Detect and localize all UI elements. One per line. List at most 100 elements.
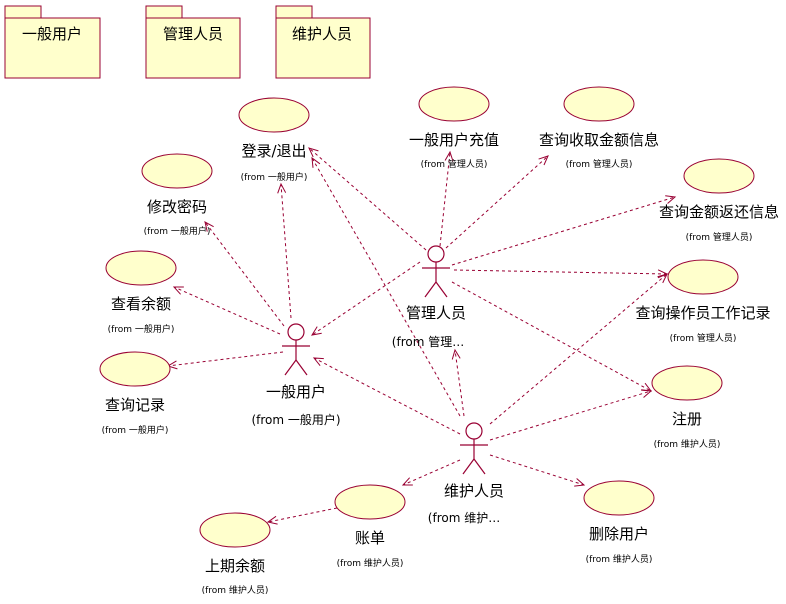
relation-line <box>311 261 421 336</box>
use-case-name: 上期余额 <box>205 557 265 575</box>
relation-arrowhead <box>310 326 322 336</box>
relation-admin-to-login <box>308 147 427 251</box>
use-case-from: (from 管理人员) <box>670 332 737 344</box>
relation-arrowhead <box>538 155 549 166</box>
use-case-from: (from 管理人员) <box>566 158 633 170</box>
relation-arrowhead <box>401 477 413 486</box>
use-case-query-refund[interactable]: 查询金额返还信息 (from 管理人员) <box>659 158 779 243</box>
relation-bill-to-last_balance <box>266 507 338 525</box>
package-general-user[interactable]: 一般用户 <box>4 5 101 79</box>
relation-line <box>451 196 676 266</box>
package-label: 管理人员 <box>163 25 223 43</box>
use-case-recharge[interactable]: 一般用户充值 (from 管理人员) <box>409 86 499 170</box>
relations-layer <box>166 147 677 525</box>
use-case-bill[interactable]: 账单 (from 维护人员) <box>334 484 406 569</box>
relation-maintainer-to-login <box>311 156 461 417</box>
relation-line <box>167 351 284 367</box>
relation-admin-to-user <box>310 261 421 336</box>
actor-name: 维护人员 <box>444 482 504 500</box>
relation-admin-to-recharge <box>439 150 454 247</box>
use-case-from: (from 一般用户) <box>144 225 211 237</box>
relation-arrowhead <box>204 221 214 232</box>
use-case-from: (from 管理人员) <box>421 158 488 170</box>
use-case-name: 查询收取金额信息 <box>539 131 659 149</box>
relation-user-to-login <box>277 182 292 319</box>
actor-name: 一般用户 <box>266 383 326 401</box>
relation-admin-to-query_operator <box>453 269 669 279</box>
actor-from: (from 管理… <box>392 334 464 349</box>
package-label: 一般用户 <box>22 25 82 43</box>
use-case-last-balance[interactable]: 上期余额 (from 维护人员) <box>199 512 271 596</box>
use-case-from: (from 一般用户) <box>102 424 169 436</box>
use-case-from: (from 一般用户) <box>241 171 308 183</box>
relation-line <box>308 147 427 251</box>
relation-line <box>445 155 549 249</box>
use-case-name: 查询金额返还信息 <box>659 203 779 221</box>
relation-line <box>267 507 338 523</box>
use-case-from: (from 维护人员) <box>337 557 404 569</box>
relation-arrowhead <box>444 150 454 162</box>
package-label: 维护人员 <box>292 25 352 43</box>
relation-user-to-view_balance <box>172 286 281 335</box>
relation-arrowhead <box>311 156 321 168</box>
package-admin[interactable]: 管理人员 <box>145 5 241 79</box>
use-case-query-collect[interactable]: 查询收取金额信息 (from 管理人员) <box>539 86 659 170</box>
use-case-from: (from 维护人员) <box>654 438 721 450</box>
use-case-name: 查询记录 <box>105 396 165 414</box>
actor-from: (from 维护… <box>428 511 500 525</box>
actor-name: 管理人员 <box>406 304 466 322</box>
relation-line <box>402 459 461 486</box>
use-case-from: (from 一般用户) <box>108 323 175 335</box>
use-case-name: 登录/退出 <box>241 142 306 160</box>
relation-line <box>451 281 652 392</box>
actor-general-user[interactable]: 一般用户 (from 一般用户) <box>251 323 341 427</box>
use-case-view-balance[interactable]: 查看余额 (from 一般用户) <box>105 250 177 335</box>
use-case-name: 一般用户充值 <box>409 131 499 149</box>
use-case-query-record[interactable]: 查询记录 (from 一般用户) <box>99 351 171 436</box>
relation-maintainer-to-query_operator <box>489 273 668 425</box>
relation-line <box>173 286 281 335</box>
relation-arrowhead <box>451 348 461 360</box>
relation-maintainer-to-user <box>312 357 461 435</box>
relation-arrowhead <box>665 195 677 204</box>
actor-maintainer[interactable]: 维护人员 (from 维护… <box>428 422 504 525</box>
relation-line <box>439 151 451 247</box>
use-case-query-operator[interactable]: 查询操作员工作记录 (from 管理人员) <box>635 259 771 344</box>
use-case-from: (from 维护人员) <box>586 553 653 565</box>
relation-line <box>204 221 285 327</box>
relation-line <box>311 157 461 417</box>
relation-admin-to-query_collect <box>445 155 549 249</box>
use-case-delete-user[interactable]: 删除用户 (from 维护人员) <box>583 480 655 565</box>
relation-user-to-query_record <box>166 351 284 370</box>
use-case-register[interactable]: 注册 (from 维护人员) <box>651 365 723 450</box>
relation-arrowhead <box>277 182 287 194</box>
relation-arrowhead <box>574 478 586 487</box>
relation-line <box>453 269 668 275</box>
relation-arrowhead <box>657 273 668 284</box>
use-case-from: (from 维护人员) <box>202 584 269 596</box>
relation-line <box>280 183 292 319</box>
use-case-name: 注册 <box>672 410 702 428</box>
relation-maintainer-to-admin <box>451 348 465 417</box>
relation-arrowhead <box>266 515 278 525</box>
use-case-from: (from 管理人员) <box>686 231 753 243</box>
use-case-name: 删除用户 <box>589 525 649 543</box>
relation-arrowhead <box>172 286 184 295</box>
relation-maintainer-to-register <box>489 389 653 441</box>
use-case-name: 修改密码 <box>147 198 207 216</box>
relation-line <box>489 273 668 425</box>
relation-arrowhead <box>312 357 324 367</box>
relation-user-to-change_pwd <box>204 221 285 327</box>
relation-admin-to-query_refund <box>451 195 677 266</box>
actor-admin[interactable]: 管理人员 (from 管理… <box>392 245 466 349</box>
package-maintainer[interactable]: 维护人员 <box>275 5 371 79</box>
use-case-name: 账单 <box>355 529 385 547</box>
use-case-login[interactable]: 登录/退出 (from 一般用户) <box>238 97 310 183</box>
relation-line <box>454 349 465 417</box>
relation-arrowhead <box>641 389 653 398</box>
use-case-change-password[interactable]: 修改密码 (from 一般用户) <box>141 153 213 237</box>
relation-maintainer-to-delete_user <box>489 454 586 487</box>
use-case-name: 查询操作员工作记录 <box>635 304 770 322</box>
relation-admin-to-register <box>451 281 653 392</box>
